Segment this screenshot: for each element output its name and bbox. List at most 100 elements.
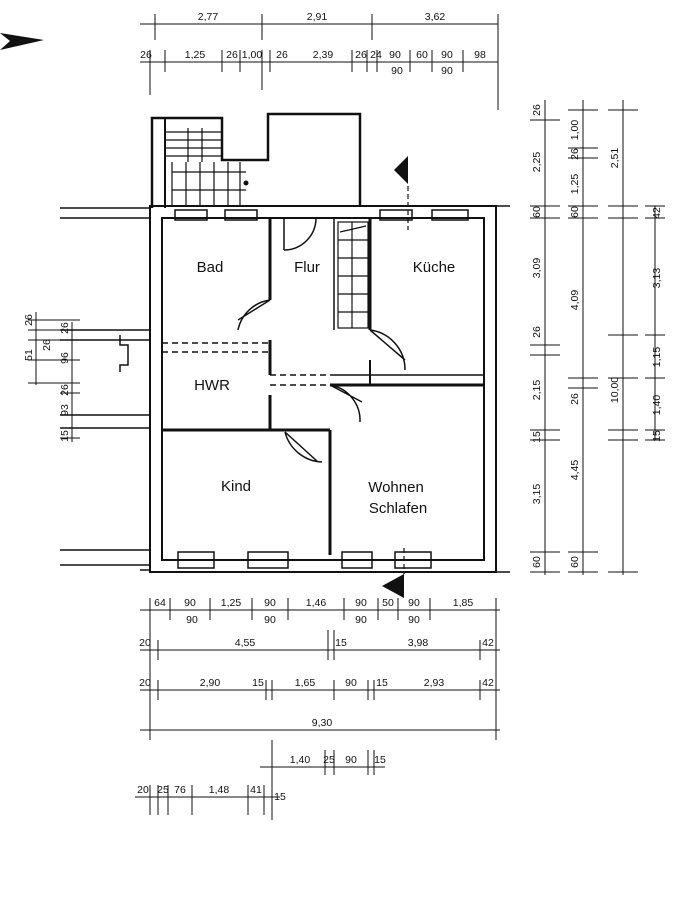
dim-label: 4,45 <box>569 460 581 481</box>
dim-label: 90 <box>391 65 403 77</box>
dim-label: 90 <box>264 614 276 626</box>
dim-label: 64 <box>154 597 166 609</box>
room-label-wohnen: Wohnen <box>368 479 424 496</box>
dim-label: 60 <box>569 206 581 218</box>
section-marker-top-icon <box>394 156 408 184</box>
dim-label: 60 <box>569 556 581 568</box>
dim-label: 4,09 <box>569 290 581 311</box>
right-dimensions <box>530 100 665 575</box>
dim-label: 26 <box>41 339 53 351</box>
bottom-dimensions <box>135 598 500 820</box>
dim-label: 26 <box>59 322 71 334</box>
dim-label: 1,15 <box>651 347 663 368</box>
dim-label: 26 <box>531 326 543 338</box>
dim-label: 3,98 <box>408 637 429 649</box>
room-labels: Bad Flur Küche HWR Kind Wohnen Schlafen <box>194 259 455 517</box>
dim-label: 90 <box>355 597 367 609</box>
dim-label: 1,25 <box>185 49 206 61</box>
dim-label: 3,13 <box>651 268 663 289</box>
dim-label: 2,91 <box>307 11 328 23</box>
dim-label: 26 <box>140 49 152 61</box>
bottom-dimension-labels: 64 90 1,25 90 1,46 90 50 90 1,85 90 90 9… <box>137 597 494 803</box>
dim-label: 9,30 <box>312 717 333 729</box>
dim-label: 1,00 <box>242 49 263 61</box>
dim-label: 2,93 <box>424 677 445 689</box>
dim-label: 90 <box>389 49 401 61</box>
dim-label: 15 <box>376 677 388 689</box>
dim-label: 15 <box>651 430 663 442</box>
dim-label: 1,65 <box>295 677 316 689</box>
dim-label: 20 <box>139 677 151 689</box>
dim-label: 51 <box>23 349 35 361</box>
dim-label: 2,90 <box>200 677 221 689</box>
dim-label: 26 <box>276 49 288 61</box>
dim-label: 20 <box>137 784 149 796</box>
dim-label: 25 <box>157 784 169 796</box>
dim-label: 25 <box>323 754 335 766</box>
dim-label: 90 <box>264 597 276 609</box>
dim-label: 1,25 <box>221 597 242 609</box>
dim-label: 60 <box>531 556 543 568</box>
room-label-flur: Flur <box>294 259 320 276</box>
dim-label: 42 <box>651 207 663 219</box>
dim-label: 60 <box>531 206 543 218</box>
dim-label: 42 <box>482 637 494 649</box>
dim-label: 3,15 <box>531 484 543 505</box>
dim-label: 1,40 <box>651 395 663 416</box>
dim-label: 41 <box>250 784 262 796</box>
dim-label: 1,00 <box>569 120 581 141</box>
dim-label: 15 <box>335 637 347 649</box>
dim-label: 26 <box>569 393 581 405</box>
dim-label: 3,62 <box>425 11 446 23</box>
room-label-hwr: HWR <box>194 377 230 394</box>
dim-label: 90 <box>184 597 196 609</box>
dim-label: 93 <box>59 404 71 416</box>
dim-label: 42 <box>482 677 494 689</box>
dim-label: 24 <box>370 49 382 61</box>
dim-label: 1,48 <box>209 784 230 796</box>
dim-label: 26 <box>59 384 71 396</box>
dim-label: 2,77 <box>198 11 219 23</box>
dim-label: 90 <box>408 614 420 626</box>
room-label-schlafen: Schlafen <box>369 500 427 517</box>
dim-label: 15 <box>252 677 264 689</box>
direction-arrow-icon <box>0 33 44 50</box>
section-marker-bottom-icon <box>382 574 404 598</box>
dim-label: 26 <box>569 148 581 160</box>
dim-label: 90 <box>345 677 357 689</box>
room-label-bad: Bad <box>197 259 224 276</box>
dim-label: 4,55 <box>235 637 256 649</box>
dim-label: 1,25 <box>569 174 581 195</box>
dim-label: 90 <box>186 614 198 626</box>
dim-label: 90 <box>355 614 367 626</box>
dim-label: 1,85 <box>453 597 474 609</box>
dim-label: 15 <box>531 431 543 443</box>
dim-label: 96 <box>59 352 71 364</box>
dim-label: 26 <box>355 49 367 61</box>
dim-label: 15 <box>374 754 386 766</box>
dim-label: 15 <box>59 430 71 442</box>
dim-label: 76 <box>174 784 186 796</box>
dim-label: 15 <box>274 791 286 803</box>
dim-label: 90 <box>441 49 453 61</box>
dim-label: 10,00 <box>609 377 621 403</box>
dim-label: 98 <box>474 49 486 61</box>
dim-label: 2,15 <box>531 380 543 401</box>
room-label-kueche: Küche <box>413 259 456 276</box>
dim-label: 26 <box>23 314 35 326</box>
dim-label: 26 <box>226 49 238 61</box>
dim-label: 90 <box>441 65 453 77</box>
dim-label: 2,51 <box>609 148 621 169</box>
dim-label: 60 <box>416 49 428 61</box>
dim-label: 3,09 <box>531 258 543 279</box>
dim-label: 1,46 <box>306 597 327 609</box>
dim-label: 90 <box>345 754 357 766</box>
dim-label: 50 <box>382 597 394 609</box>
dim-label: 2,25 <box>531 152 543 173</box>
right-dimension-labels: 26 2,25 60 3,09 26 2,15 15 3,15 60 1,00 … <box>531 104 663 568</box>
dim-label: 1,40 <box>290 754 311 766</box>
top-dimension-labels: 2,77 2,91 3,62 26 1,25 26 1,00 26 2,39 2… <box>140 11 486 77</box>
dim-label: 20 <box>139 637 151 649</box>
left-dimensions <box>28 312 80 442</box>
